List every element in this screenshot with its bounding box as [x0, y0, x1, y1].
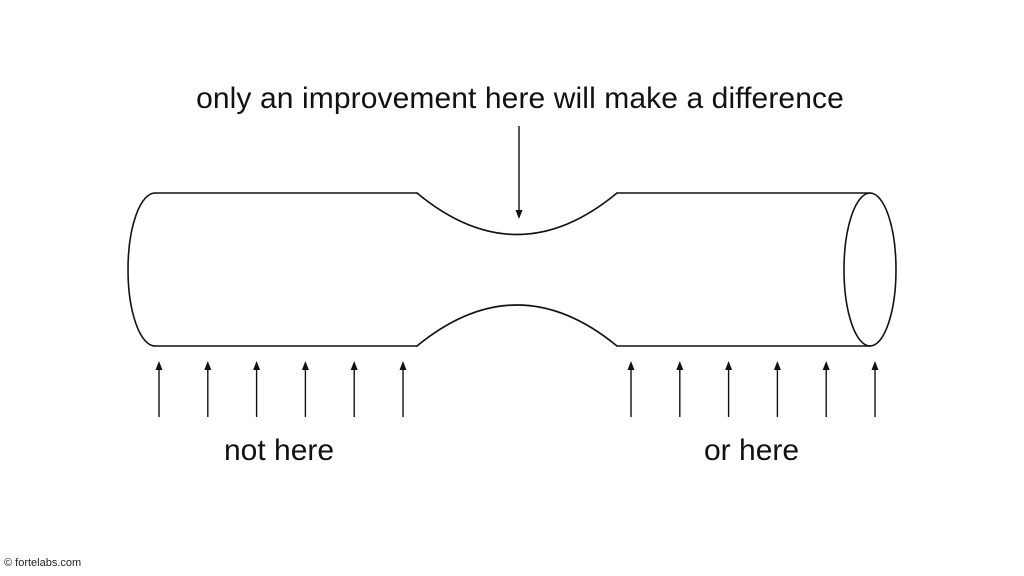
pipe-top-bottleneck-curve — [416, 192, 618, 236]
right-up-arrow-5 — [822, 361, 830, 417]
pipe-right-opening — [843, 192, 897, 347]
left-up-arrow-6 — [399, 361, 407, 417]
right-up-arrow-6 — [871, 361, 879, 417]
left-up-arrow-2 — [204, 361, 212, 417]
right-up-arrow-2 — [676, 361, 684, 417]
pipe-left-end — [127, 192, 156, 347]
left-up-arrow-3 — [253, 361, 261, 417]
left-section-label: not here — [224, 434, 335, 467]
right-arrow-group — [627, 361, 879, 417]
left-up-arrow-4 — [301, 361, 309, 417]
left-arrow-group — [155, 361, 407, 417]
bottleneck-label: only an improvement here will make a dif… — [196, 82, 844, 115]
left-up-arrow-5 — [350, 361, 358, 417]
right-up-arrow-1 — [627, 361, 635, 417]
pipe — [127, 192, 897, 347]
pipe-bottom-bottleneck-curve — [416, 304, 618, 347]
right-up-arrow-4 — [773, 361, 781, 417]
copyright-text: © fortelabs.com — [4, 557, 82, 569]
right-up-arrow-3 — [725, 361, 733, 417]
bottleneck-arrow — [515, 126, 523, 219]
right-section-label: or here — [704, 434, 800, 467]
left-up-arrow-1 — [155, 361, 163, 417]
